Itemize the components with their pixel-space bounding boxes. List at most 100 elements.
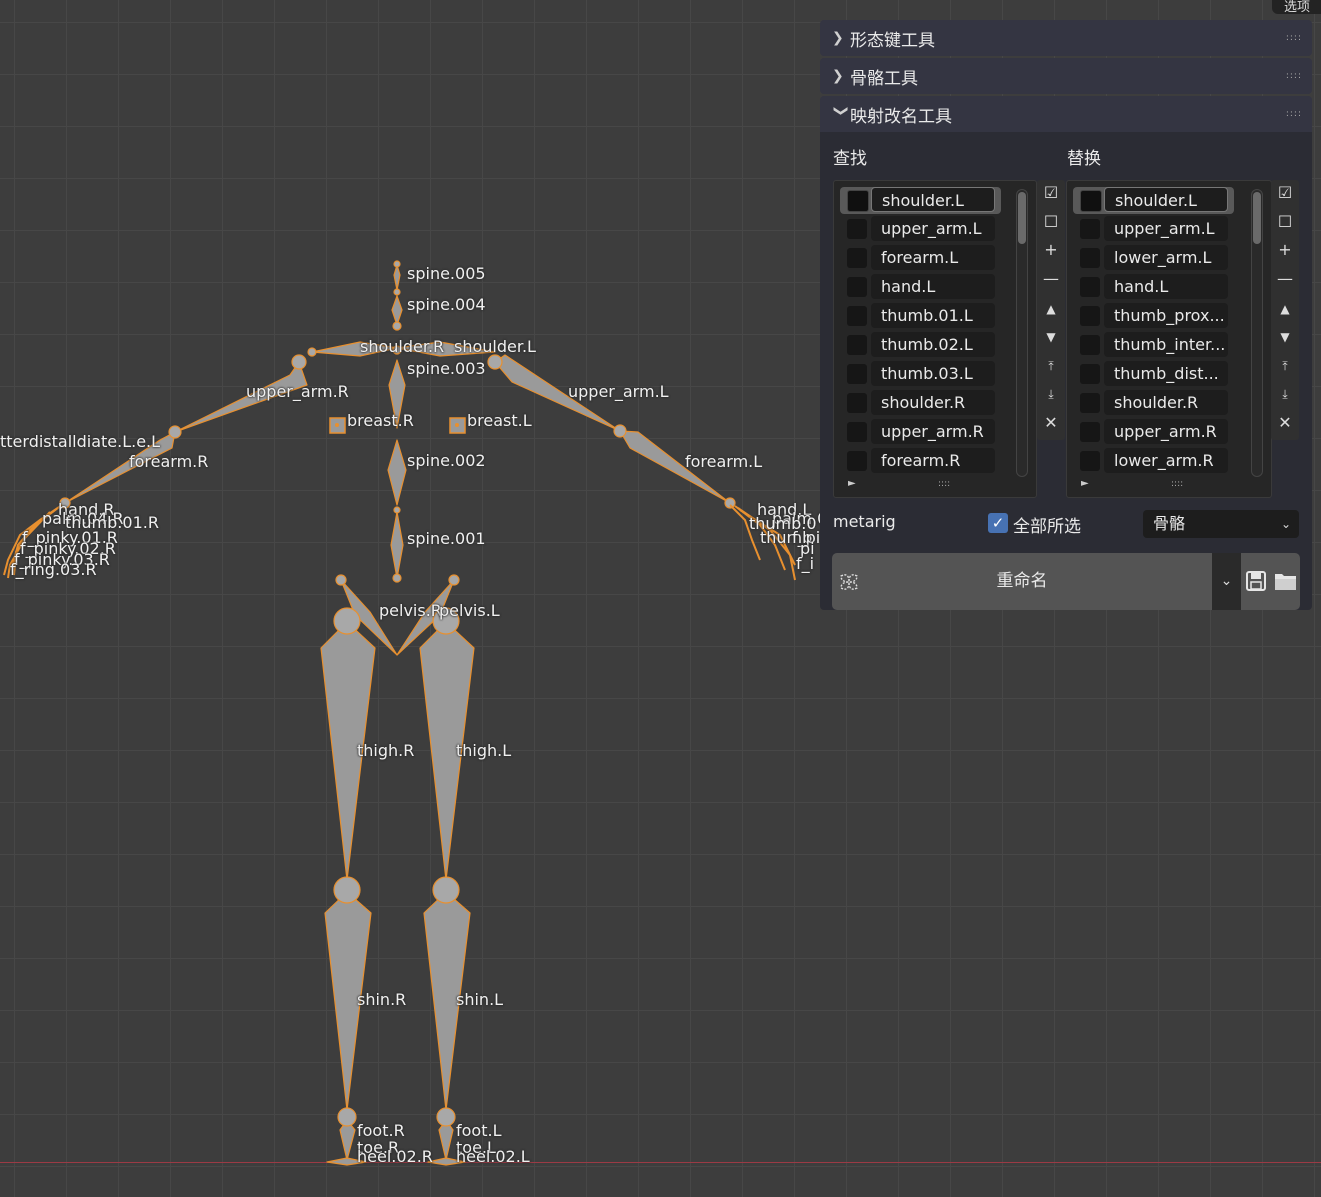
list-item[interactable]: thumb_prox... (1073, 303, 1243, 330)
item-name-field[interactable]: thumb.03.L (871, 361, 995, 386)
item-name-field[interactable]: shoulder.L (1104, 187, 1228, 212)
move-down-icon[interactable]: ▼ (1280, 330, 1290, 344)
item-checkbox[interactable] (847, 190, 869, 212)
list-item[interactable]: thumb.02.L (840, 332, 1010, 359)
select-all-checkbox[interactable]: ✓ (988, 513, 1008, 533)
panel-map-rename-tools[interactable]: ❯ 映射改名工具 :::: (820, 96, 1312, 132)
scrollbar[interactable] (1251, 189, 1263, 477)
item-checkbox[interactable] (847, 451, 867, 471)
list-item[interactable]: shoulder.R (840, 390, 1010, 417)
move-bottom-icon[interactable]: ⤓ (1282, 387, 1288, 401)
scrollbar-thumb[interactable] (1253, 192, 1261, 244)
item-name-field[interactable]: upper_arm.R (1104, 419, 1228, 444)
resize-grip-icon[interactable]: :::: (938, 479, 951, 489)
select-all-icon[interactable]: ☑ (1277, 183, 1293, 202)
item-name-field[interactable]: thumb_prox... (1104, 303, 1228, 328)
item-name-field[interactable]: thumb.02.L (871, 332, 995, 357)
item-checkbox[interactable] (847, 248, 867, 268)
item-name-field[interactable]: forearm.L (871, 245, 995, 270)
move-top-icon[interactable]: ⤒ (1048, 359, 1054, 373)
select-all-label[interactable]: 全部所选 (1013, 517, 1081, 537)
move-up-icon[interactable]: ▲ (1280, 302, 1290, 316)
list-item[interactable]: forearm.L (840, 245, 1010, 272)
item-checkbox[interactable] (847, 422, 867, 442)
item-name-field[interactable]: upper_arm.L (1104, 216, 1228, 241)
target-type-select[interactable]: 骨骼 ⌄ (1143, 510, 1299, 538)
item-name-field[interactable]: forearm.R (871, 448, 995, 473)
item-name-field[interactable]: shoulder.R (871, 390, 995, 415)
add-icon[interactable]: + (1044, 240, 1058, 259)
panel-bone-tools[interactable]: ❯ 骨骼工具 :::: (820, 58, 1312, 94)
item-name-field[interactable]: shoulder.R (1104, 390, 1228, 415)
list-item[interactable]: upper_arm.L (1073, 216, 1243, 243)
item-name-field[interactable]: hand.L (1104, 274, 1228, 299)
clear-icon[interactable]: ✕ (1278, 413, 1292, 432)
item-checkbox[interactable] (847, 277, 867, 297)
item-checkbox[interactable] (1080, 451, 1100, 471)
item-checkbox[interactable] (1080, 422, 1100, 442)
scrollbar[interactable] (1016, 189, 1028, 477)
item-checkbox[interactable] (1080, 306, 1100, 326)
item-checkbox[interactable] (1080, 248, 1100, 268)
list-item[interactable]: hand.L (840, 274, 1010, 301)
deselect-all-icon[interactable]: ☐ (1277, 212, 1293, 231)
item-name-field[interactable]: thumb.01.L (871, 303, 995, 328)
drag-grip-icon[interactable]: :::: (1285, 109, 1302, 119)
item-name-field[interactable]: thumb_dist... (1104, 361, 1228, 386)
item-checkbox[interactable] (847, 306, 867, 326)
item-checkbox[interactable] (1080, 364, 1100, 384)
drag-grip-icon[interactable]: :::: (1285, 33, 1302, 43)
resize-grip-icon[interactable]: :::: (1171, 479, 1184, 489)
list-item[interactable]: upper_arm.L (840, 216, 1010, 243)
item-checkbox[interactable] (847, 335, 867, 355)
rename-button[interactable]: 重命名 (832, 553, 1212, 610)
list-item[interactable]: forearm.R (840, 448, 1010, 475)
list-item[interactable]: lower_arm.L (1073, 245, 1243, 272)
move-down-icon[interactable]: ▼ (1046, 330, 1056, 344)
move-top-icon[interactable]: ⤒ (1282, 359, 1288, 373)
list-item[interactable]: lower_arm.R (1073, 448, 1243, 475)
expand-filter-icon[interactable]: ► (848, 478, 856, 489)
move-up-icon[interactable]: ▲ (1046, 302, 1056, 316)
list-item[interactable]: hand.L (1073, 274, 1243, 301)
list-item[interactable]: shoulder.R (1073, 390, 1243, 417)
list-item[interactable]: shoulder.L (1073, 187, 1234, 214)
options-tab[interactable]: 选项 (1272, 0, 1321, 14)
item-checkbox[interactable] (1080, 277, 1100, 297)
item-checkbox[interactable] (847, 364, 867, 384)
item-name-field[interactable]: hand.L (871, 274, 995, 299)
select-all-icon[interactable]: ☑ (1043, 183, 1059, 202)
move-bottom-icon[interactable]: ⤓ (1048, 387, 1054, 401)
list-item[interactable]: thumb.01.L (840, 303, 1010, 330)
list-item[interactable]: shoulder.L (840, 187, 1001, 214)
list-item[interactable]: thumb_dist... (1073, 361, 1243, 388)
item-checkbox[interactable] (847, 219, 867, 239)
remove-icon[interactable]: — (1277, 269, 1293, 288)
list-item[interactable]: upper_arm.R (840, 419, 1010, 446)
clear-icon[interactable]: ✕ (1044, 413, 1058, 432)
find-list[interactable]: shoulder.L upper_arm.L forearm.L hand.L … (833, 180, 1037, 498)
list-item[interactable]: thumb.03.L (840, 361, 1010, 388)
item-checkbox[interactable] (847, 393, 867, 413)
item-name-field[interactable]: upper_arm.R (871, 419, 995, 444)
load-preset-button[interactable] (1271, 553, 1300, 610)
item-name-field[interactable]: thumb_inter... (1104, 332, 1228, 357)
panel-shapekey-tools[interactable]: ❯ 形态键工具 :::: (820, 20, 1312, 56)
expand-filter-icon[interactable]: ► (1081, 478, 1089, 489)
list-item[interactable]: upper_arm.R (1073, 419, 1243, 446)
deselect-all-icon[interactable]: ☐ (1043, 212, 1059, 231)
item-checkbox[interactable] (1080, 335, 1100, 355)
list-item[interactable]: thumb_inter... (1073, 332, 1243, 359)
remove-icon[interactable]: — (1043, 269, 1059, 288)
add-icon[interactable]: + (1278, 240, 1292, 259)
drag-grip-icon[interactable]: :::: (1285, 71, 1302, 81)
item-checkbox[interactable] (1080, 190, 1102, 212)
item-checkbox[interactable] (1080, 393, 1100, 413)
item-name-field[interactable]: lower_arm.R (1104, 448, 1228, 473)
item-name-field[interactable]: lower_arm.L (1104, 245, 1228, 270)
replace-list[interactable]: shoulder.L upper_arm.L lower_arm.L hand.… (1066, 180, 1272, 498)
rename-dropdown[interactable]: ⌄ (1212, 553, 1241, 610)
item-name-field[interactable]: upper_arm.L (871, 216, 995, 241)
